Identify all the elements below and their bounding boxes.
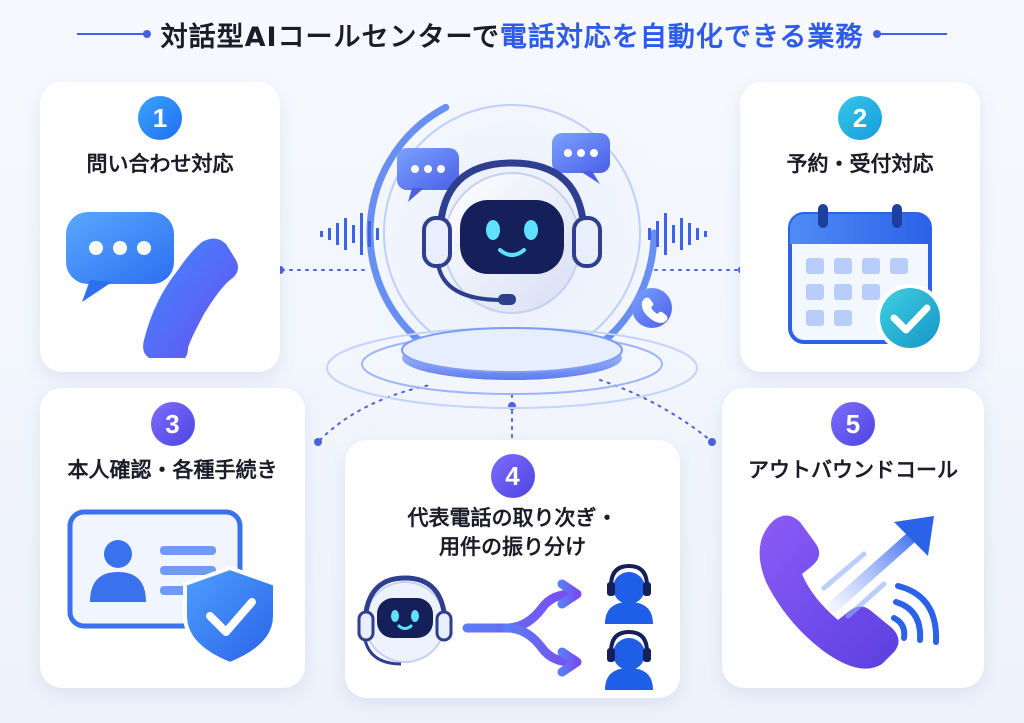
card-number-badge: 1 xyxy=(138,96,182,140)
card-label-line-2: 用件の振り分け xyxy=(439,535,586,560)
page-header: 対話型AIコールセンターで電話対応を自動化できる業務 xyxy=(0,12,1024,56)
card-identity: 3 本人確認・各種手続き xyxy=(40,388,305,688)
operator-icon xyxy=(605,629,653,690)
id-verification-illustration xyxy=(67,509,277,666)
robot-headset-icon xyxy=(357,575,453,666)
robot-headset-icon xyxy=(422,159,602,314)
card-inquiry: 1 問い合わせ対応 xyxy=(40,82,280,372)
card-number-badge: 3 xyxy=(150,402,195,446)
page-title: 対話型AIコールセンターで電話対応を自動化できる業務 xyxy=(161,15,864,54)
calendar-check-icon xyxy=(788,204,944,352)
card-reservation: 2 予約・受付対応 xyxy=(740,82,980,372)
chat-bubble-icon xyxy=(66,212,174,302)
call-routing-illustration xyxy=(357,564,653,690)
header-rule-left xyxy=(76,30,151,38)
card-label: 問い合わせ対応 xyxy=(86,152,234,176)
card-label: 本人確認・各種手続き xyxy=(67,458,278,482)
title-highlight: 電話対応を自動化できる業務 xyxy=(499,21,864,53)
outbound-call-icon xyxy=(759,515,940,669)
card-label-line-1: 代表電話の取り次ぎ・ xyxy=(407,506,618,530)
title-main: 対話型AIコールセンターで xyxy=(160,21,500,53)
signal-waves-icon xyxy=(891,583,940,645)
chat-bubble-icon xyxy=(397,133,610,202)
phone-icon xyxy=(759,515,899,669)
operator-icon xyxy=(605,564,653,624)
card-routing: 4 代表電話の取り次ぎ・ 用件の振り分け xyxy=(345,440,680,698)
arrow-up-right-icon xyxy=(821,516,934,619)
ai-hub-illustration xyxy=(320,73,707,409)
card-outbound: 5 アウトバウンドコール xyxy=(722,388,984,688)
card-number-badge: 2 xyxy=(838,96,882,140)
split-arrow-icon xyxy=(462,579,582,677)
card-label: 予約・受付対応 xyxy=(786,152,934,176)
card-number-badge: 5 xyxy=(831,402,875,446)
phone-icon xyxy=(632,288,672,328)
phone-icon xyxy=(143,238,238,358)
shield-check-icon xyxy=(183,565,277,666)
chat-phone-illustration xyxy=(66,212,238,358)
card-label: 代表電話の取り次ぎ・ 用件の振り分け xyxy=(408,504,618,563)
card-label: アウトバウンドコール xyxy=(748,458,958,482)
header-rule-right xyxy=(873,30,948,38)
card-number-badge: 4 xyxy=(490,454,535,498)
